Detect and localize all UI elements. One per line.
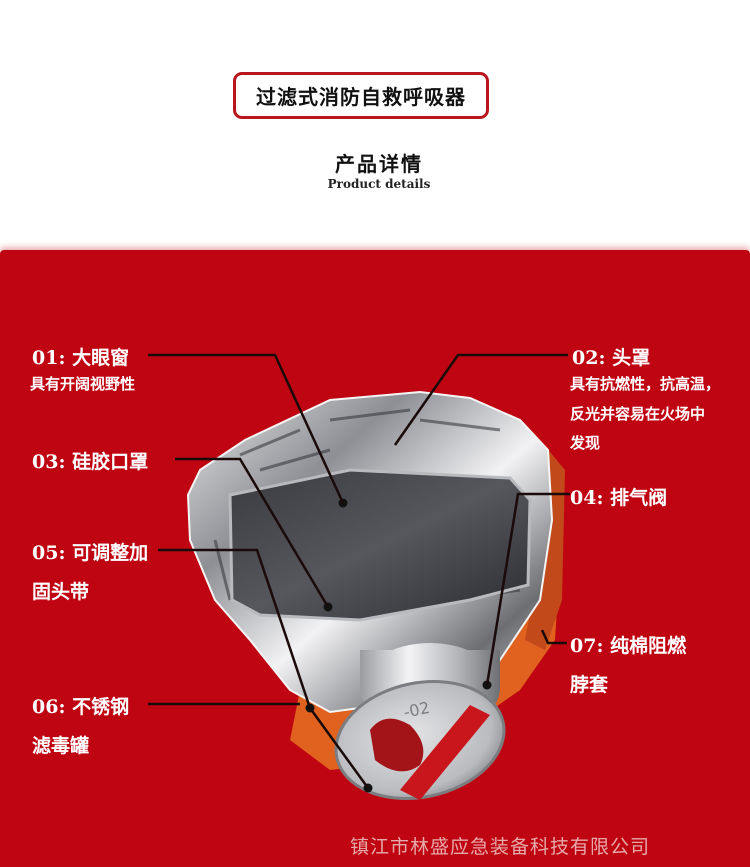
feature-02-desc-line1: 具有抗燃性，抗高温， <box>570 375 721 393</box>
feature-05-title: 05: 可调整加 <box>32 542 149 564</box>
feature-01-title: 01: 大眼窗 <box>32 347 130 369</box>
product-title-box: 过滤式消防自救呼吸器 <box>233 72 489 119</box>
product-title: 过滤式消防自救呼吸器 <box>256 85 466 109</box>
feature-04-name: 排气阀 <box>610 487 668 509</box>
feature-04-title: 04: 排气阀 <box>570 487 668 509</box>
feature-02-desc-line3: 发现 <box>570 434 601 452</box>
feature-02-name: 头罩 <box>612 347 651 369</box>
company-watermark: 镇江市林盛应急装备科技有限公司 <box>350 836 651 858</box>
feature-06-name-line2: 滤毒罐 <box>32 735 90 757</box>
feature-01-name: 大眼窗 <box>72 347 130 369</box>
section-title: 产品详情 <box>335 152 423 176</box>
feature-07-name-line2: 脖套 <box>570 674 609 696</box>
feature-03-name: 硅胶口罩 <box>72 451 149 473</box>
feature-07-name: 纯棉阻燃 <box>610 635 687 657</box>
feature-06-name: 不锈钢 <box>72 696 130 718</box>
feature-02-desc-line2: 反光并容易在火场中 <box>570 405 706 423</box>
feature-05-name: 可调整加 <box>72 542 149 564</box>
header-area: 过滤式消防自救呼吸器 产品详情 Product details <box>0 0 750 250</box>
feature-03-title: 03: 硅胶口罩 <box>32 451 149 473</box>
section-subtitle: Product details <box>327 177 431 191</box>
feature-06-title: 06: 不锈钢 <box>32 696 130 718</box>
feature-07-title: 07: 纯棉阻燃 <box>570 635 687 657</box>
feature-01-desc: 具有开阔视野性 <box>30 375 136 393</box>
feature-02-title: 02: 头罩 <box>572 347 651 369</box>
feature-05-name-line2: 固头带 <box>32 581 90 603</box>
